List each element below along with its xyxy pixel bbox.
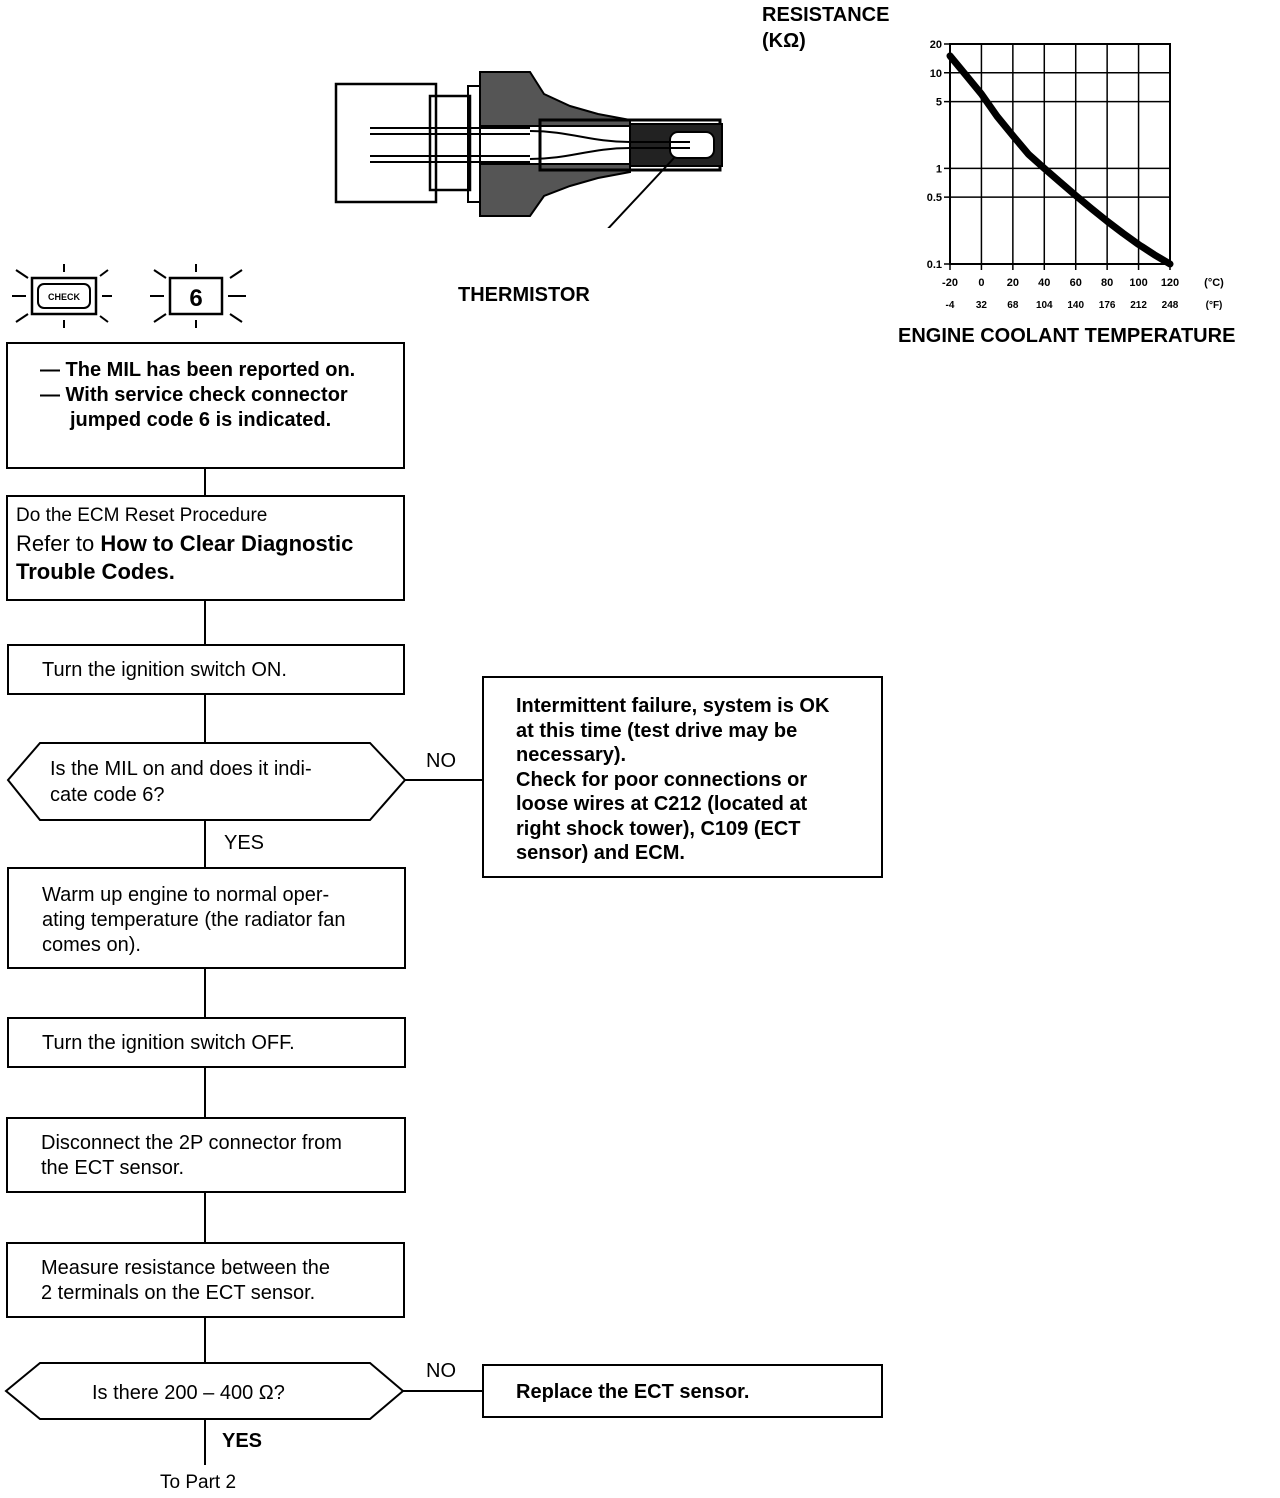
code-6-indicator-icon: 6 [150, 264, 246, 328]
disconnect-line-1: Disconnect the 2P connector from [41, 1132, 342, 1154]
intermittent-line-5: loose wires at C212 (located at [516, 793, 808, 815]
decision-q1-text: Is the MIL on and does it indi- cate cod… [50, 756, 370, 808]
to-part-2-label: To Part 2 [160, 1472, 237, 1493]
q2-no-label: NO [426, 1360, 456, 1382]
decision-q2-text: Is there 200 – 400 Ω? [92, 1382, 285, 1404]
q1-line-1: Is the MIL on and does it indi- [50, 758, 312, 780]
x-tick-label-c: 60 [1070, 277, 1082, 289]
intermittent-failure-box: Intermittent failure, system is OK at th… [482, 676, 883, 878]
x-tick-label-f: 140 [1067, 300, 1084, 311]
chart-frame [949, 43, 1171, 265]
x-tick-label-f: 176 [1099, 300, 1116, 311]
start-line-2: — With service check connector [40, 384, 348, 406]
q1-line-2: cate code 6? [50, 784, 165, 806]
measure-line-2: 2 terminals on the ECT sensor. [41, 1282, 316, 1304]
x-tick-label-c: 100 [1129, 277, 1147, 289]
x-tick-label-c: 0 [978, 277, 984, 289]
ignition-off-text: Turn the ignition switch OFF. [42, 1032, 295, 1054]
y-tick-label: 5 [936, 97, 942, 109]
decision-q1-shape [6, 742, 407, 821]
reset-line-3: Trouble Codes. [16, 559, 175, 584]
x-tick-label-f: 104 [1036, 300, 1053, 311]
ignition-on-text: Turn the ignition switch ON. [42, 659, 287, 681]
warm-up-engine-box: Warm up engine to normal oper- ating tem… [7, 867, 406, 969]
ignition-on-box: Turn the ignition switch ON. [7, 644, 405, 695]
y-tick-label: 1 [936, 163, 942, 175]
warm-line-1: Warm up engine to normal oper- [42, 884, 330, 906]
q1-no-label: NO [426, 750, 456, 772]
chart-ylabel-line2: (KΩ) [762, 30, 806, 52]
mil-icon-text: CHECK [48, 292, 81, 302]
start-line-3: jumped code 6 is indicated. [70, 409, 332, 431]
intermittent-line-7: sensor) and ECM. [516, 842, 685, 864]
x-tick-label-f: 32 [976, 300, 988, 311]
y-tick-label: 0.5 [927, 192, 942, 204]
disconnect-connector-box: Disconnect the 2P connector from the ECT… [6, 1117, 406, 1193]
x-tick-label-f: 212 [1130, 300, 1147, 311]
x-tick-label-f: -4 [946, 300, 955, 311]
q1-yes-label: YES [224, 832, 265, 854]
x-unit-c: (°C) [1204, 277, 1224, 289]
reset-line-1: Do the ECM Reset Procedure [16, 505, 268, 526]
x-tick-label-c: 120 [1161, 277, 1179, 289]
ignition-off-box: Turn the ignition switch OFF. [7, 1017, 406, 1068]
reset-line-2b: How to Clear Diagnostic [100, 531, 354, 556]
q2-yes-label: YES [222, 1430, 263, 1452]
intermittent-line-4: Check for poor connections or [516, 768, 808, 791]
ect-sensor-drawing [334, 71, 723, 228]
reset-line-2a: Refer to [16, 531, 101, 556]
intermittent-line-2: at this time (test drive may be [516, 719, 798, 742]
code-number: 6 [189, 285, 202, 312]
measure-resistance-box: Measure resistance between the 2 termina… [6, 1242, 405, 1318]
thermistor-label: THERMISTOR [458, 284, 590, 306]
x-tick-label-c: 40 [1038, 277, 1050, 289]
x-tick-label-c: 20 [1007, 277, 1019, 289]
resistance-temperature-chart: 20 10 5 1 0.5 0.1-20 -4 0 32 20 68 40 104 60 140 80 176 1… [927, 39, 1224, 311]
x-tick-label-c: -20 [942, 277, 958, 289]
replace-text: Replace the ECT sensor. [516, 1381, 750, 1403]
decision-q2-shape [4, 1362, 405, 1420]
warm-line-2: ating temperature (the radiator fan [42, 909, 346, 931]
ecm-reset-box: Do the ECM Reset Procedure Refer to How … [6, 495, 405, 601]
chart-ylabel-line1: RESISTANCE [762, 4, 890, 26]
intermittent-line-3: necessary). [516, 744, 627, 766]
resistance-curve [946, 52, 1174, 268]
x-tick-label-c: 80 [1101, 277, 1113, 289]
measure-line-1: Measure resistance between the [41, 1257, 331, 1279]
x-unit-f: (°F) [1206, 300, 1223, 311]
chart-xlabel: ENGINE COOLANT TEMPERATURE [898, 325, 1236, 347]
start-line-1: — The MIL has been reported on. [40, 359, 356, 381]
y-tick-label: 0.1 [927, 259, 942, 271]
y-tick-label: 20 [930, 39, 942, 51]
intermittent-line-1: Intermittent failure, system is OK [516, 695, 830, 717]
replace-ect-sensor-box: Replace the ECT sensor. [482, 1364, 883, 1418]
y-tick-label: 10 [930, 68, 942, 80]
x-tick-label-f: 248 [1162, 300, 1179, 311]
flowchart-connectors [4, 468, 484, 1465]
disconnect-line-2: the ECT sensor. [41, 1157, 185, 1179]
x-tick-label-f: 68 [1007, 300, 1019, 311]
intermittent-line-6: right shock tower), C109 (ECT [516, 817, 801, 840]
warm-line-3: comes on). [42, 934, 141, 956]
mil-indicator-icon: CHECK [12, 264, 112, 328]
start-condition-box: — The MIL has been reported on. — With s… [6, 342, 405, 469]
